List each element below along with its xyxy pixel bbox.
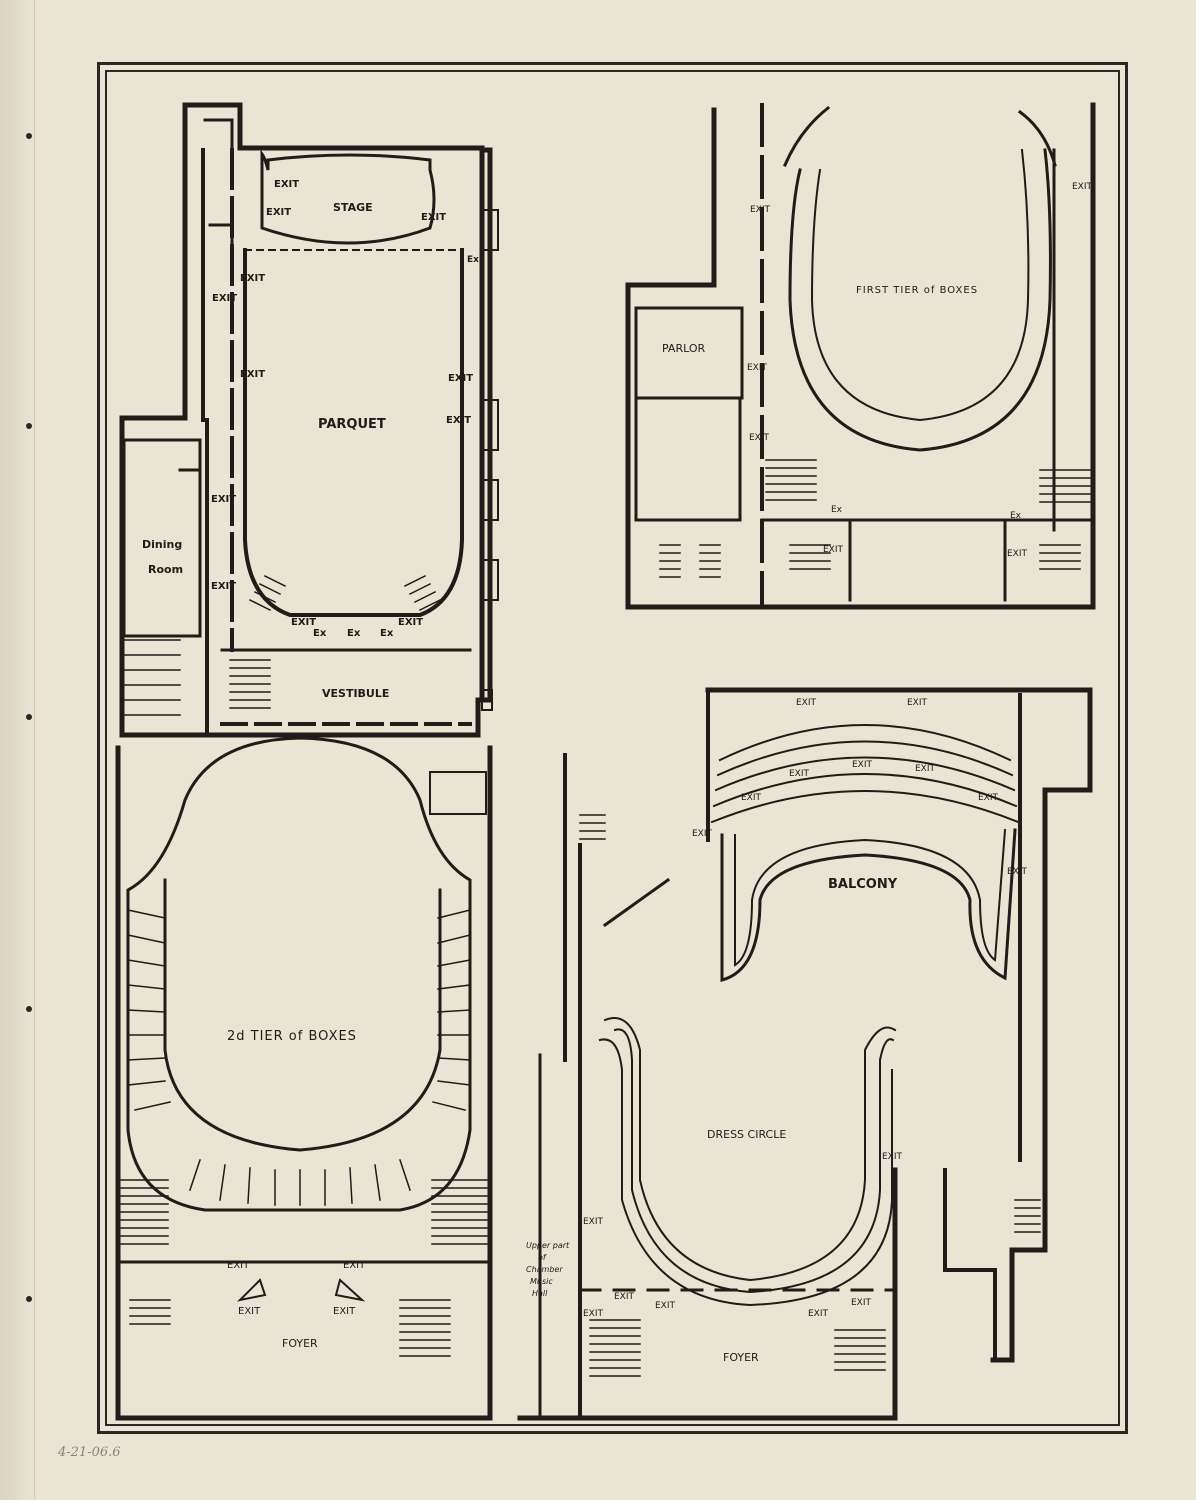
exit-label: EXIT (227, 1260, 250, 1271)
exit-label: EXIT (1007, 549, 1028, 559)
exit-label: EXIT (882, 1152, 903, 1162)
binding-edge (0, 0, 35, 1500)
exit-label: EXIT (421, 212, 446, 223)
exit-label: EXIT (614, 1292, 635, 1302)
exit-label: EXIT (583, 1217, 604, 1227)
exit-label: EXIT (1072, 182, 1093, 192)
parquet-label: PARQUET (318, 417, 386, 432)
ex-label: Ex (1010, 511, 1022, 521)
ex-label: Ex (380, 628, 394, 639)
dining-room-label: Room (148, 563, 183, 576)
exit-label: EXIT (851, 1298, 872, 1308)
exit-label: EXIT (212, 293, 237, 304)
exit-label: EXIT (240, 273, 265, 284)
exit-label: EXIT (978, 793, 999, 803)
exit-label: EXIT (915, 764, 936, 774)
foyer-label: FOYER (282, 1337, 318, 1350)
balcony-label: BALCONY (828, 877, 898, 892)
exit-label: EXIT (741, 793, 762, 803)
exit-label: EXIT (291, 617, 316, 628)
binding-hole (26, 423, 32, 429)
vestibule-label: VESTIBULE (322, 687, 389, 700)
exit-label: EXIT (240, 369, 265, 380)
dress-circle-label: DRESS CIRCLE (707, 1128, 786, 1141)
parlor-label: PARLOR (662, 342, 705, 355)
foyer-label: FOYER (723, 1351, 759, 1364)
exit-label: EXIT (448, 373, 473, 384)
dining-room-label: Dining (142, 538, 182, 551)
exit-label: EXIT (749, 433, 770, 443)
second-tier-title: 2d TIER of BOXES (227, 1029, 357, 1044)
exit-label: EXIT (583, 1309, 604, 1319)
binding-hole (26, 133, 32, 139)
parquet-floor-plan (119, 102, 499, 738)
upper-part-label: Chamber (526, 1265, 563, 1274)
exit-label: EXIT (907, 698, 928, 708)
exit-label: EXIT (211, 494, 236, 505)
second-tier-floor-plan (115, 736, 493, 1421)
binding-hole (26, 714, 32, 720)
first-tier-title: FIRST TIER of BOXES (856, 285, 978, 296)
ex-label: Ex (313, 628, 327, 639)
exit-label: EXIT (333, 1306, 356, 1317)
first-tier-floor-plan (625, 102, 1096, 610)
exit-label: EXIT (398, 617, 423, 628)
exit-label: EXIT (747, 363, 768, 373)
pencil-annotation: 4-21-06.6 (58, 1445, 121, 1460)
page-border-outer (97, 62, 1128, 1434)
exit-label: EXIT (852, 760, 873, 770)
exit-label: EXIT (266, 207, 291, 218)
exit-label: EXIT (808, 1309, 829, 1319)
exit-label: EXIT (446, 415, 471, 426)
binding-hole (26, 1006, 32, 1012)
upper-part-label: of (538, 1253, 547, 1262)
exit-label: EXIT (655, 1301, 676, 1311)
stage-label: STAGE (333, 201, 373, 214)
exit-label: EXIT (1007, 867, 1028, 877)
exit-label: EXIT (796, 698, 817, 708)
exit-label: EXIT (343, 1260, 366, 1271)
exit-label: EXIT (274, 179, 299, 190)
ex-label: Ex (831, 505, 843, 515)
upper-part-label: Upper part (526, 1241, 570, 1250)
upper-part-label: Hall (532, 1289, 548, 1298)
ex-label: Ex (467, 255, 479, 265)
exit-label: EXIT (823, 545, 844, 555)
exit-label: EXIT (692, 829, 713, 839)
ex-label: Ex (347, 628, 361, 639)
exit-label: EXIT (789, 769, 810, 779)
page-border-inner (105, 70, 1120, 1426)
upper-part-label: Music (530, 1277, 553, 1286)
balcony-floor-plan (517, 687, 1093, 1421)
exit-label: EXIT (211, 581, 236, 592)
binding-hole (26, 1296, 32, 1302)
exit-label: EXIT (750, 205, 771, 215)
exit-label: EXIT (238, 1306, 261, 1317)
